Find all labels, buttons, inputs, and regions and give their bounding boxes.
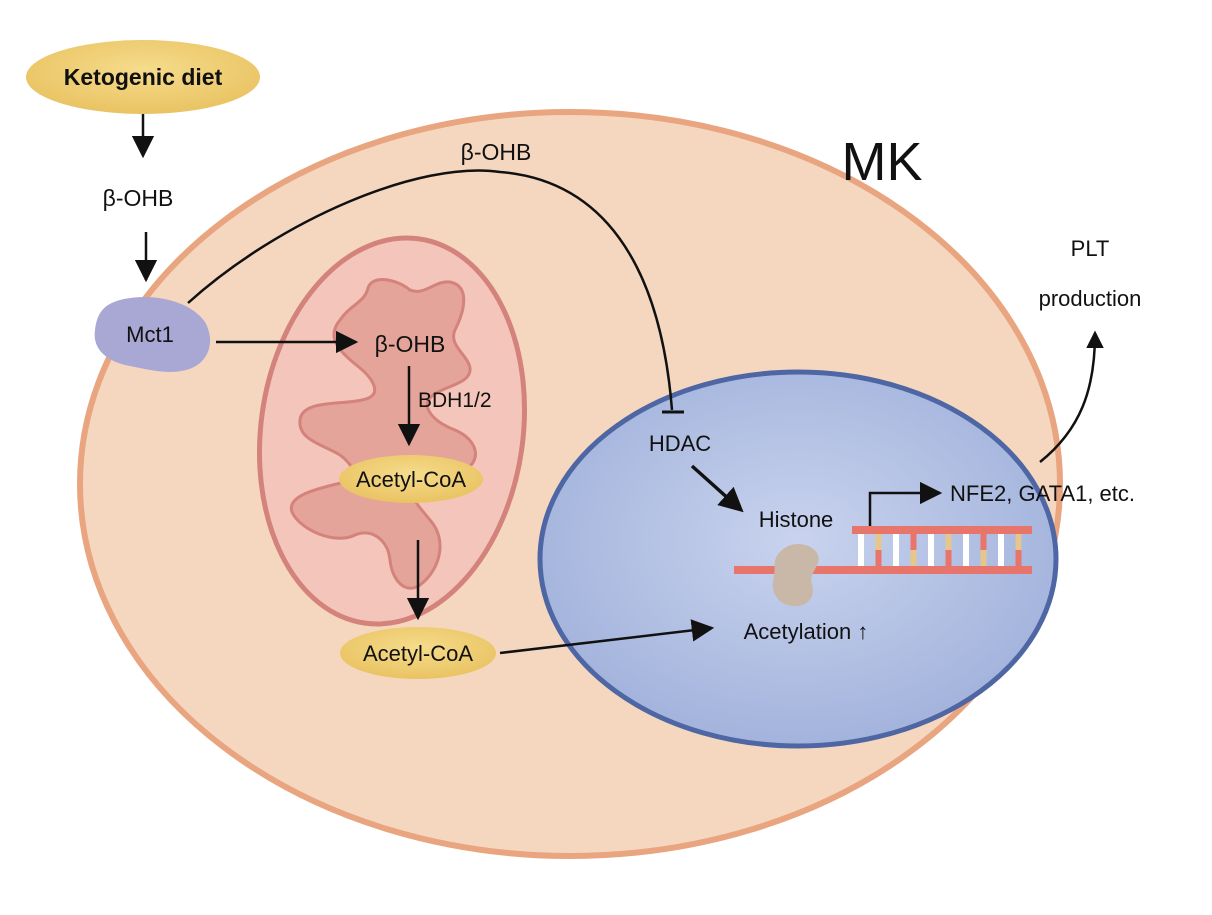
dna-base-pair-lower bbox=[893, 550, 899, 566]
acetyl-coa-cyto-pill bbox=[340, 627, 496, 679]
arrow-to-plt-production bbox=[1039, 330, 1104, 463]
ketogenic-diet-label: Ketogenic diet bbox=[64, 64, 223, 90]
arrow-acetylcoa-to-acetylation bbox=[499, 619, 715, 655]
histone-label: Histone bbox=[759, 507, 834, 532]
mitochondrion-cristae bbox=[289, 278, 477, 590]
hdac-label: HDAC bbox=[649, 431, 711, 456]
dna-base-pair-upper bbox=[998, 534, 1004, 550]
dna-base-pair-upper bbox=[910, 534, 917, 550]
dna-base-pair-lower bbox=[945, 550, 952, 566]
dna-base-pair-upper bbox=[928, 534, 934, 550]
dna-base-pair-lower bbox=[875, 550, 882, 566]
bohb-top-label: β-OHB bbox=[461, 139, 532, 165]
dna-base-pair-lower bbox=[910, 550, 917, 566]
dna-base-pair-upper bbox=[893, 534, 899, 550]
acetyl-coa-mito-pill bbox=[339, 455, 483, 503]
dna-base-pair-upper bbox=[875, 534, 882, 550]
genes-label: NFE2, GATA1, etc. bbox=[950, 481, 1135, 506]
inhibition-curve-bohb-hdac bbox=[187, 169, 674, 411]
mct1-label: Mct1 bbox=[126, 322, 174, 347]
histone-protein bbox=[772, 544, 819, 607]
ketogenic-diet-pill bbox=[26, 40, 260, 114]
acetyl-coa-mito-label: Acetyl-CoA bbox=[356, 467, 466, 492]
dna-double-strand bbox=[734, 526, 1032, 574]
dna-base-pair-lower bbox=[858, 550, 864, 566]
dna-base-pair-upper bbox=[980, 534, 987, 550]
dna-base-pair-upper bbox=[945, 534, 952, 550]
dna-base-pair-lower bbox=[928, 550, 934, 566]
bdh-label: BDH1/2 bbox=[418, 389, 492, 412]
dna-base-pair-upper bbox=[858, 534, 864, 550]
dna-base-pair-lower bbox=[998, 550, 1004, 566]
dna-base-pair-upper bbox=[963, 534, 969, 550]
dna-base-pair-lower bbox=[980, 550, 987, 566]
acetyl-coa-cyto-label: Acetyl-CoA bbox=[363, 641, 473, 666]
arrow-hdac-to-histone bbox=[690, 464, 744, 513]
acetylation-label: Acetylation ↑ bbox=[744, 619, 869, 644]
dna-base-pair-upper bbox=[1015, 534, 1022, 550]
production-label: production bbox=[1039, 286, 1142, 311]
bohb-outside-label: β-OHB bbox=[103, 185, 174, 211]
bohb-mito-label: β-OHB bbox=[375, 331, 446, 357]
dna-base-pair-lower bbox=[1015, 550, 1022, 566]
dna-base-pair-lower bbox=[963, 550, 969, 566]
mct1-transporter bbox=[94, 296, 211, 372]
plt-label: PLT bbox=[1071, 236, 1110, 261]
transcription-arrow bbox=[868, 481, 943, 526]
mk-label: MK bbox=[842, 132, 923, 192]
